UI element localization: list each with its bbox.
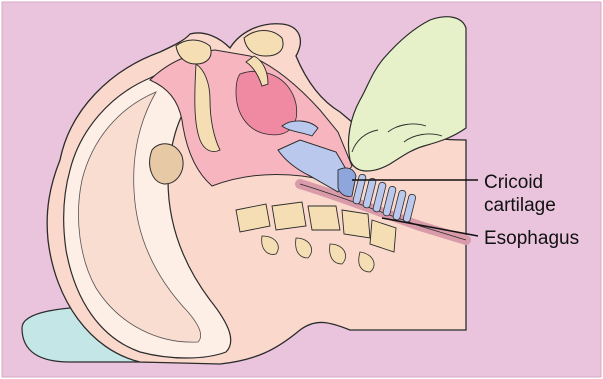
cricoid-label-line2: cartilage xyxy=(484,195,556,216)
vertebra xyxy=(342,210,370,238)
vertebra xyxy=(308,206,340,230)
cricoid-label-line1: Cricoid xyxy=(484,172,543,193)
esophagus-label: Esophagus xyxy=(484,228,579,249)
sphenoid-sinus xyxy=(150,144,183,184)
vertebra xyxy=(272,202,306,230)
